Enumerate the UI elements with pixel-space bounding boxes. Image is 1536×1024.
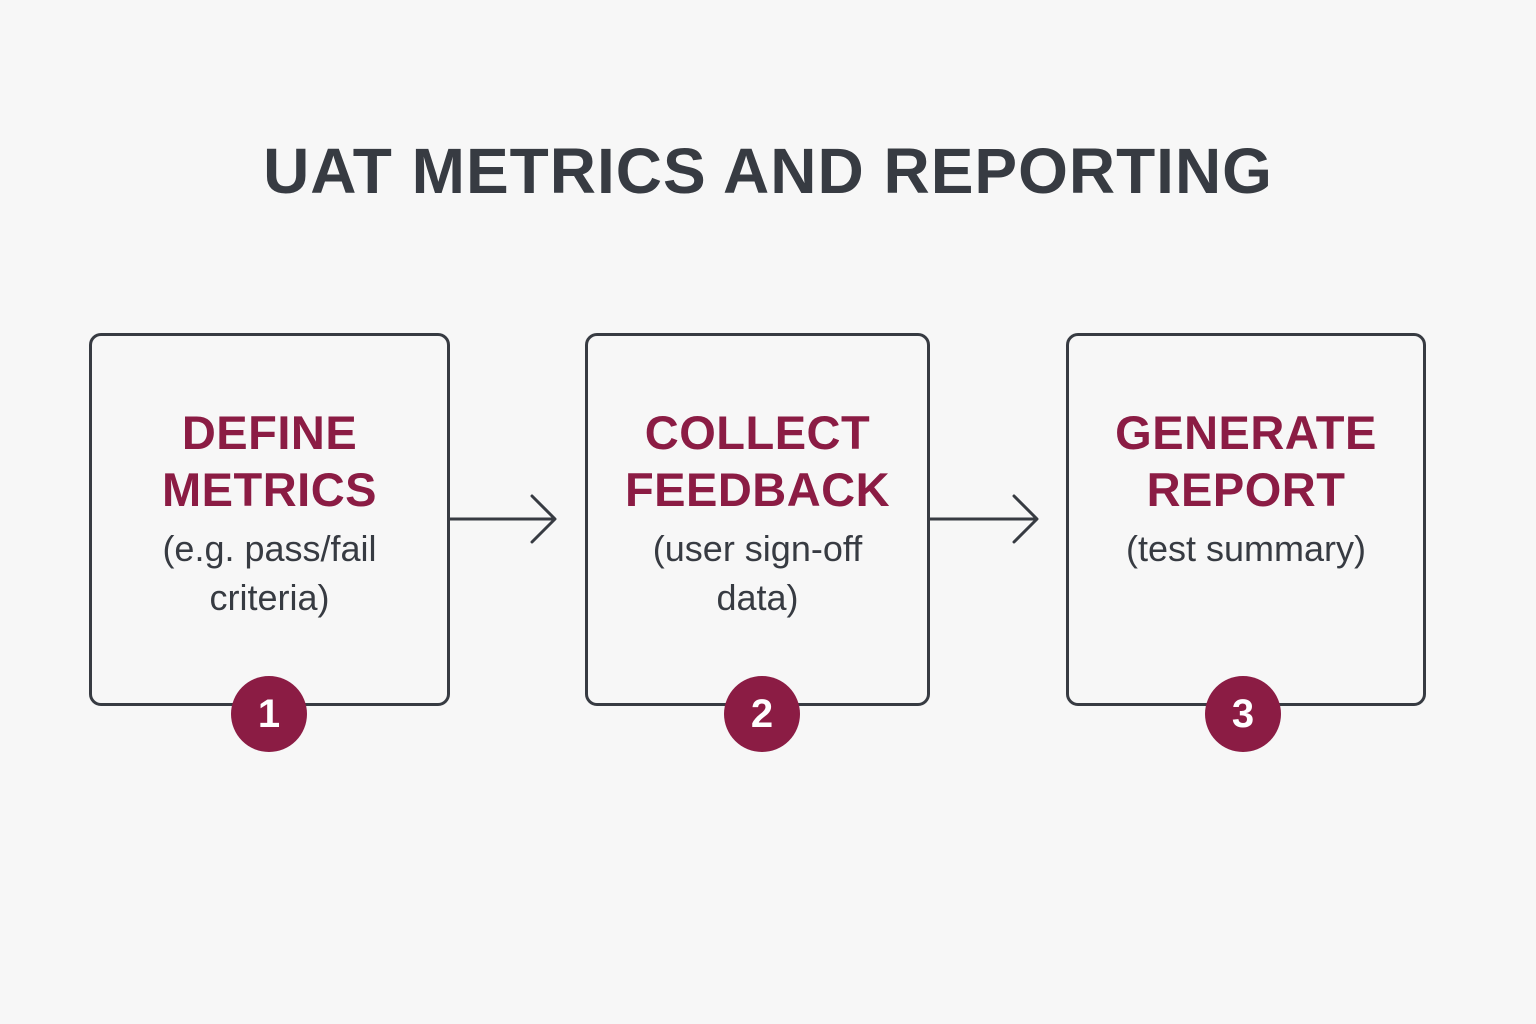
- diagram-title: UAT METRICS AND REPORTING: [263, 135, 1273, 207]
- step-description: (e.g. pass/fail criteria): [162, 528, 377, 618]
- step-title: GENERATE REPORT: [1115, 406, 1377, 516]
- step-title: DEFINE METRICS: [162, 406, 377, 516]
- step-box-collect-feedback: COLLECT FEEDBACK (user sign-off data): [585, 333, 930, 706]
- step-number-badge: 3: [1205, 676, 1281, 752]
- arrow-right-icon: [930, 494, 1039, 544]
- step-number-badge: 1: [231, 676, 307, 752]
- step-box-define-metrics: DEFINE METRICS (e.g. pass/fail criteria): [89, 333, 450, 706]
- step-description: (test summary): [1125, 528, 1366, 569]
- step-title: COLLECT FEEDBACK: [624, 406, 891, 516]
- step-description: (user sign-off data): [652, 528, 863, 618]
- step-box-generate-report: GENERATE REPORT (test summary): [1066, 333, 1426, 706]
- arrow-right-icon: [450, 494, 557, 544]
- step-number-badge: 2: [724, 676, 800, 752]
